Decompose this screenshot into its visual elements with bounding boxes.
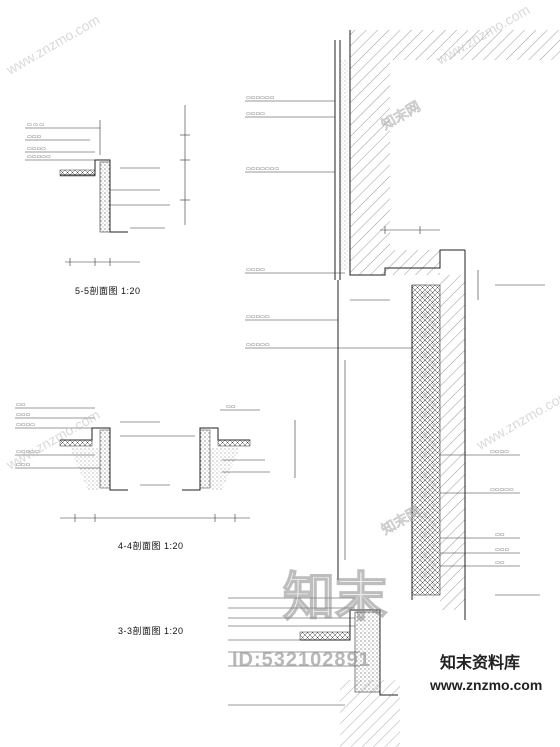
section-main: ▭▭▭▭▭▭ ▭▭▭▭ ▭▭▭▭▭▭▭ ▭▭▭▭ ▭▭▭▭▭ ▭▭▭▭▭ ▭▭▭… bbox=[228, 30, 560, 747]
watermark-url-1: www.znzmo.com bbox=[3, 11, 103, 78]
svg-text:▭▭▭▭▭: ▭▭▭▭▭ bbox=[246, 314, 270, 320]
svg-text:▭▭▭▭▭: ▭▭▭▭▭ bbox=[27, 154, 51, 160]
svg-text:▭▭: ▭▭ bbox=[16, 402, 26, 408]
svg-text:▭▭▭: ▭▭▭ bbox=[27, 134, 41, 140]
svg-text:▭▭: ▭▭ bbox=[226, 404, 236, 410]
section-4-4-title: 4-4剖面图 1:20 bbox=[118, 540, 184, 551]
section-5-5: ▭ ▭ ▭ ▭▭▭ ▭▭▭▭ ▭▭▭▭▭ 5-5剖面图 1:20 bbox=[25, 105, 190, 296]
svg-text:▭▭▭▭: ▭▭▭▭ bbox=[246, 111, 265, 117]
svg-text:▭▭▭▭▭▭: ▭▭▭▭▭▭ bbox=[246, 95, 275, 101]
svg-text:▭▭▭▭▭: ▭▭▭▭▭ bbox=[16, 449, 40, 455]
section-4-4: ▭▭ ▭▭▭ ▭▭▭▭ ▭▭▭▭▭ ▭▭▭ ▭▭ 4-4剖面图 1:20 bbox=[15, 402, 296, 551]
svg-text:▭▭▭▭: ▭▭▭▭ bbox=[27, 146, 46, 152]
svg-text:▭▭▭: ▭▭▭ bbox=[16, 462, 30, 468]
svg-text:▭▭▭▭: ▭▭▭▭ bbox=[16, 422, 35, 428]
svg-text:▭▭▭▭▭▭▭: ▭▭▭▭▭▭▭ bbox=[246, 166, 279, 172]
svg-text:▭ ▭ ▭: ▭ ▭ ▭ bbox=[27, 122, 44, 128]
watermark-url: www.znzmo.com bbox=[429, 677, 542, 693]
watermark-id: ID:532102891 bbox=[232, 649, 371, 671]
svg-text:▭▭: ▭▭ bbox=[495, 560, 505, 566]
svg-text:▭▭▭: ▭▭▭ bbox=[16, 412, 30, 418]
section-5-5-title: 5-5剖面图 1:20 bbox=[75, 285, 141, 296]
svg-text:▭▭▭▭: ▭▭▭▭ bbox=[490, 449, 509, 455]
watermark-url-4: www.znzmo.com bbox=[473, 386, 560, 453]
watermark-big-chars: 知末 bbox=[283, 569, 387, 627]
svg-text:▭▭: ▭▭ bbox=[495, 532, 505, 538]
svg-text:▭▭▭: ▭▭▭ bbox=[495, 547, 509, 553]
svg-text:▭▭▭▭▭: ▭▭▭▭▭ bbox=[490, 487, 514, 493]
svg-text:▭▭▭▭: ▭▭▭▭ bbox=[246, 267, 265, 273]
watermark-brand: 知末资料库 bbox=[440, 653, 520, 672]
svg-text:▭▭▭▭▭: ▭▭▭▭▭ bbox=[246, 342, 270, 348]
section-3-3-title: 3-3剖面图 1:20 bbox=[118, 625, 184, 636]
